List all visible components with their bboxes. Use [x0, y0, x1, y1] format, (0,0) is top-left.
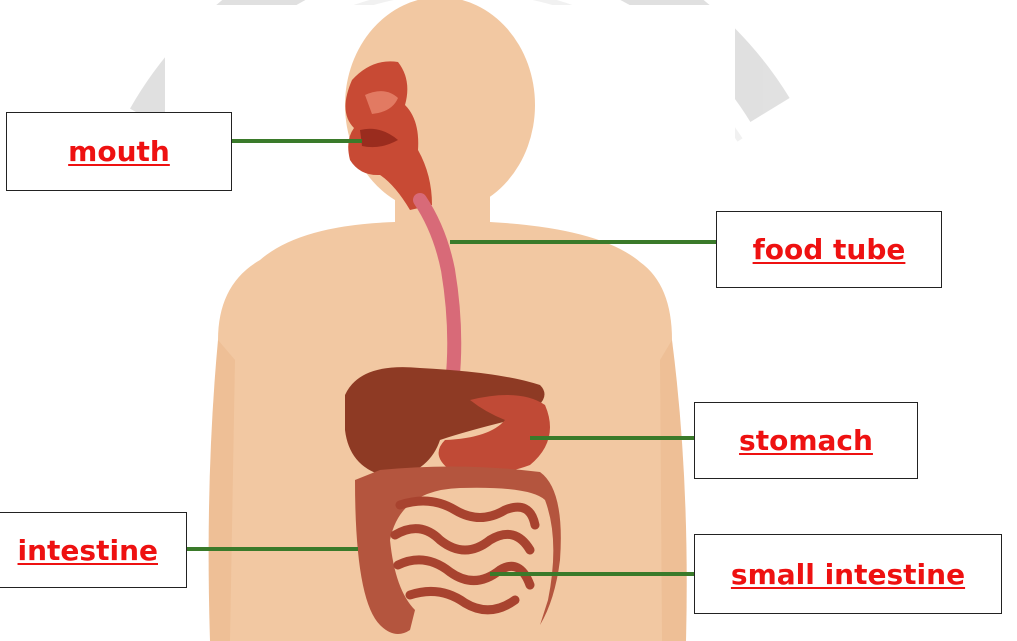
label-stomach-text: stomach: [739, 424, 873, 457]
label-large-intestine: intestine: [0, 512, 187, 588]
label-small-intestine: small intestine: [694, 534, 1002, 614]
label-food-tube: food tube: [716, 211, 942, 288]
label-mouth-text: mouth: [68, 135, 170, 168]
label-mouth: mouth: [6, 112, 232, 191]
label-large-intestine-text: intestine: [18, 534, 158, 567]
label-stomach: stomach: [694, 402, 918, 479]
label-small-intestine-text: small intestine: [731, 558, 965, 591]
label-food-tube-text: food tube: [753, 233, 906, 266]
